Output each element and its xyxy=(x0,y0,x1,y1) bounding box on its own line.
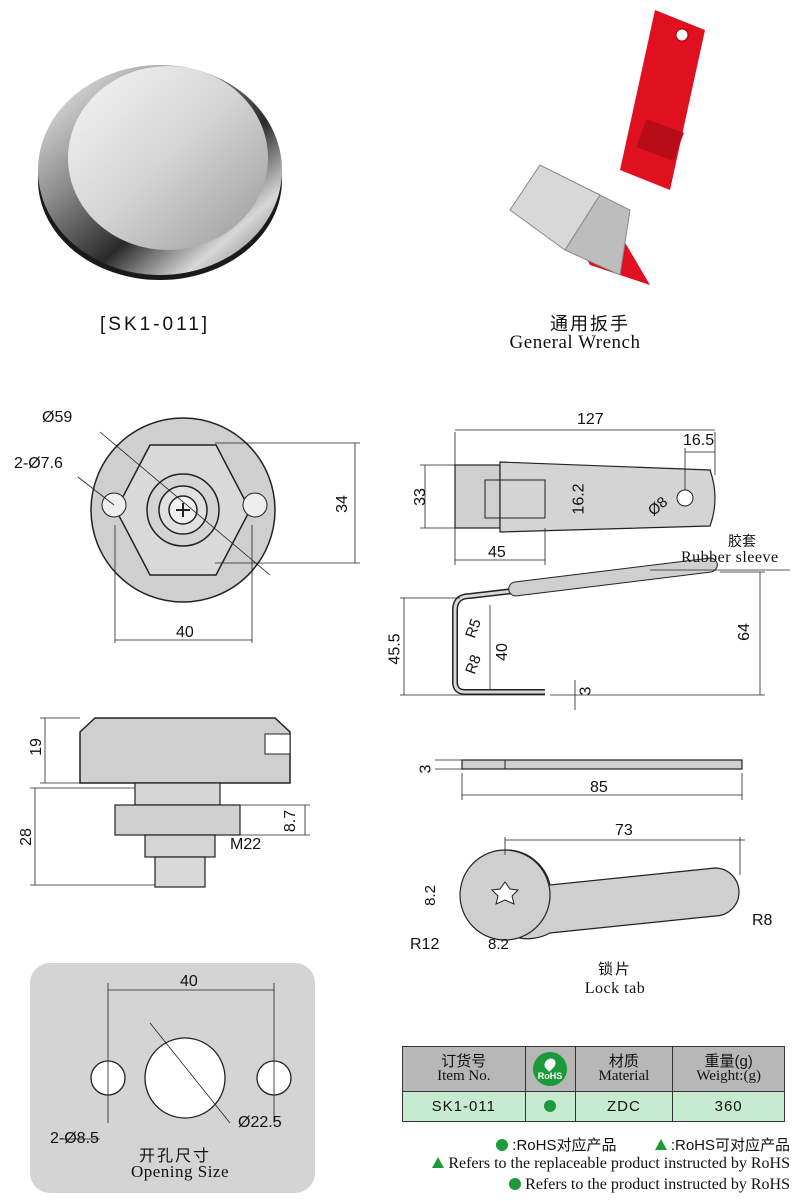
sleeve-label-en: Rubber sleeve xyxy=(681,549,779,566)
dim-127: 127 xyxy=(577,411,604,428)
wrench-caption-en: General Wrench xyxy=(509,332,641,353)
dim-45-5: 45.5 xyxy=(386,633,404,665)
rohs-dot-icon xyxy=(509,1178,522,1190)
side-view-drawing xyxy=(30,717,310,888)
cell-material: ZDC xyxy=(574,1091,674,1122)
top-view-drawing xyxy=(77,417,360,643)
legend-line-2: Refers to the replaceable product instru… xyxy=(432,1155,790,1173)
legend-line-1: :RoHS对应产品 :RoHS可对应产品 xyxy=(496,1134,790,1155)
spec-table-header-row: 订货号 Item No. RoHS 材质 Material 重量(g) Weig… xyxy=(402,1046,785,1092)
legend-line-3: Refers to the product instructed by RoHS xyxy=(509,1176,790,1194)
dim-tab-3: 3 xyxy=(417,764,435,774)
legend-rohs-replaceable-label: :RoHS可对应产品 xyxy=(670,1137,790,1154)
dim-73: 73 xyxy=(615,822,633,839)
legend-rohs-label: :RoHS对应产品 xyxy=(512,1137,617,1154)
dim-34: 34 xyxy=(333,495,351,513)
cell-weight: 360 xyxy=(672,1091,785,1122)
dim-opening-holes: 2-Ø8.5 xyxy=(50,1130,99,1147)
dim-3-wrench: 3 xyxy=(577,686,595,696)
header-material: 材质 Material xyxy=(574,1046,674,1092)
opening-size-drawing xyxy=(30,963,315,1193)
dim-tab-8-2-vert: 8.2 xyxy=(421,885,439,906)
dim-40-wrench: 40 xyxy=(493,643,511,661)
rohs-triangle-icon xyxy=(654,1139,667,1150)
rohs-triangle-icon xyxy=(432,1157,445,1168)
dim-d59: Ø59 xyxy=(42,409,73,426)
table-row: SK1-011 ZDC 360 xyxy=(402,1091,785,1122)
dim-45: 45 xyxy=(488,544,506,561)
dim-holes-7-6: 2-Ø7.6 xyxy=(14,455,63,472)
header-weight: 重量(g) Weight:(g) xyxy=(672,1046,785,1092)
rohs-badge-icon: RoHS xyxy=(533,1052,568,1086)
header-rohs: RoHS xyxy=(524,1046,576,1092)
opening-caption-en: Opening Size xyxy=(130,1162,230,1181)
sleeve-label-cn: 胶套 xyxy=(728,533,756,549)
dim-19: 19 xyxy=(27,738,45,756)
wrench-drawing xyxy=(400,429,790,710)
lock-product-photo xyxy=(38,65,282,280)
lock-tab-drawing xyxy=(435,759,745,941)
dim-64: 64 xyxy=(735,623,753,641)
rohs-dot-icon xyxy=(496,1139,509,1151)
rohs-dot-icon xyxy=(544,1100,557,1112)
dim-16-5: 16.5 xyxy=(683,432,715,449)
lock-tab-caption-en: Lock tab xyxy=(584,980,646,997)
dim-m22: M22 xyxy=(230,836,262,853)
dim-opening-d22-5: Ø22.5 xyxy=(238,1114,282,1131)
dim-16-2: 16.2 xyxy=(570,483,588,515)
header-item-no: 订货号 Item No. xyxy=(402,1046,526,1092)
dim-33: 33 xyxy=(411,488,429,506)
wrench-photo xyxy=(509,10,705,285)
dim-r12: R12 xyxy=(410,936,440,953)
cell-item-no: SK1-011 xyxy=(402,1091,526,1122)
dim-40-top: 40 xyxy=(176,624,194,641)
dim-opening-40: 40 xyxy=(180,973,198,990)
cell-rohs xyxy=(524,1091,576,1122)
dim-85: 85 xyxy=(590,779,608,796)
dim-tab-8-2-horiz: 8.2 xyxy=(488,936,509,953)
opening-caption-cn: 开孔尺寸 xyxy=(138,1148,211,1165)
dim-28: 28 xyxy=(17,828,35,846)
dim-tab-r8: R8 xyxy=(752,912,773,929)
wrench-caption-cn: 通用扳手 xyxy=(550,314,630,334)
dim-8-7: 8.7 xyxy=(282,809,300,833)
spec-table: 订货号 Item No. RoHS 材质 Material 重量(g) Weig… xyxy=(402,1046,785,1122)
product-caption: [SK1-011] xyxy=(100,314,211,335)
lock-tab-caption-cn: 锁片 xyxy=(597,961,632,978)
